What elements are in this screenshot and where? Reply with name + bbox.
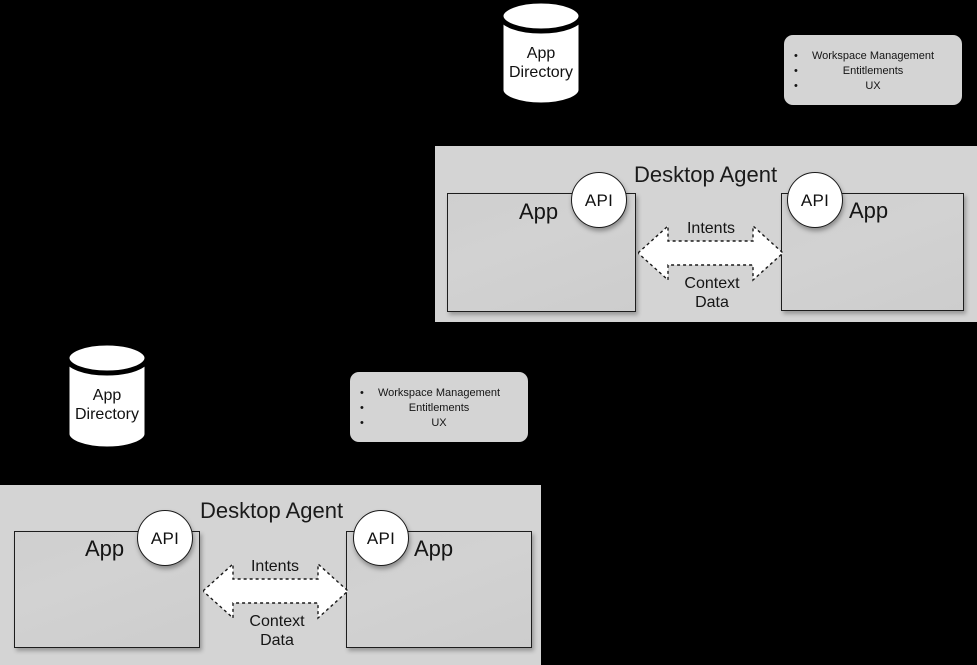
cylinder-shape (498, 0, 584, 108)
app-directory-line1: App (526, 45, 556, 62)
capabilities-item: • Workspace Management (350, 386, 528, 401)
intents-label-lower: Intents (250, 558, 300, 575)
diagram-instance-upper: App Directory • Workspace Management • E… (0, 0, 977, 330)
app-label-left-upper: App (519, 199, 559, 224)
app-directory-line2: Directory (508, 64, 573, 81)
app-directory-label-lower: App Directory (63, 386, 151, 424)
capabilities-item: • UX (784, 79, 962, 94)
bullet-dot-icon: • (794, 65, 798, 77)
double-arrow-shape (636, 224, 785, 282)
context-data-label-lower: Context Data (234, 612, 320, 650)
context-label-line1: Context (684, 275, 740, 292)
api-label: API (584, 190, 614, 210)
app-directory-label-upper: App Directory (497, 44, 585, 82)
capabilities-item: • UX (350, 416, 528, 431)
app-directory-line2: Directory (74, 406, 139, 423)
api-label: API (800, 190, 830, 210)
capabilities-item-label: Entitlements (842, 65, 904, 77)
intents-context-arrow-upper (636, 222, 785, 284)
context-data-label-upper: Context Data (669, 274, 755, 312)
desktop-agent-title-upper: Desktop Agent (634, 162, 778, 187)
diagram-instance-lower: App Directory • Workspace Management • E… (0, 335, 977, 665)
bullet-dot-icon: • (360, 417, 364, 429)
capabilities-item: • Entitlements (350, 401, 528, 416)
capabilities-item-label: UX (431, 417, 447, 429)
capabilities-item: • Workspace Management (784, 49, 962, 64)
api-circle-left-lower: API (137, 510, 193, 566)
bullet-dot-icon: • (794, 50, 798, 62)
api-label: API (366, 528, 396, 548)
bullet-dot-icon: • (360, 387, 364, 399)
api-label: API (150, 528, 180, 548)
context-label-line2: Data (695, 294, 729, 311)
app-directory-cylinder-upper: App Directory (497, 0, 585, 108)
api-circle-right-lower: API (353, 510, 409, 566)
capabilities-item-label: Workspace Management (377, 387, 501, 399)
capabilities-box-upper: • Workspace Management • Entitlements • … (784, 35, 962, 105)
bullet-dot-icon: • (794, 80, 798, 92)
cylinder-shape (64, 340, 150, 452)
app-label-left-lower: App (85, 536, 125, 561)
app-directory-line1: App (92, 387, 122, 404)
capabilities-box-lower: • Workspace Management • Entitlements • … (350, 372, 528, 442)
intents-context-arrow-lower (201, 560, 350, 622)
bullet-dot-icon: • (360, 402, 364, 414)
capabilities-item: • Entitlements (784, 64, 962, 79)
app-directory-cylinder-lower: App Directory (63, 340, 151, 452)
intents-label-upper: Intents (686, 220, 736, 237)
capabilities-item-label: UX (865, 80, 881, 92)
double-arrow-shape (201, 562, 350, 620)
capabilities-item-label: Entitlements (408, 402, 470, 414)
desktop-agent-title-lower: Desktop Agent (200, 498, 344, 523)
api-circle-left-upper: API (571, 172, 627, 228)
context-label-line2: Data (260, 632, 294, 649)
app-box-right-upper (781, 193, 964, 311)
api-circle-right-upper: API (787, 172, 843, 228)
context-label-line1: Context (249, 613, 305, 630)
app-label-right-upper: App (849, 198, 889, 223)
app-label-right-lower: App (414, 536, 454, 561)
capabilities-item-label: Workspace Management (811, 50, 935, 62)
